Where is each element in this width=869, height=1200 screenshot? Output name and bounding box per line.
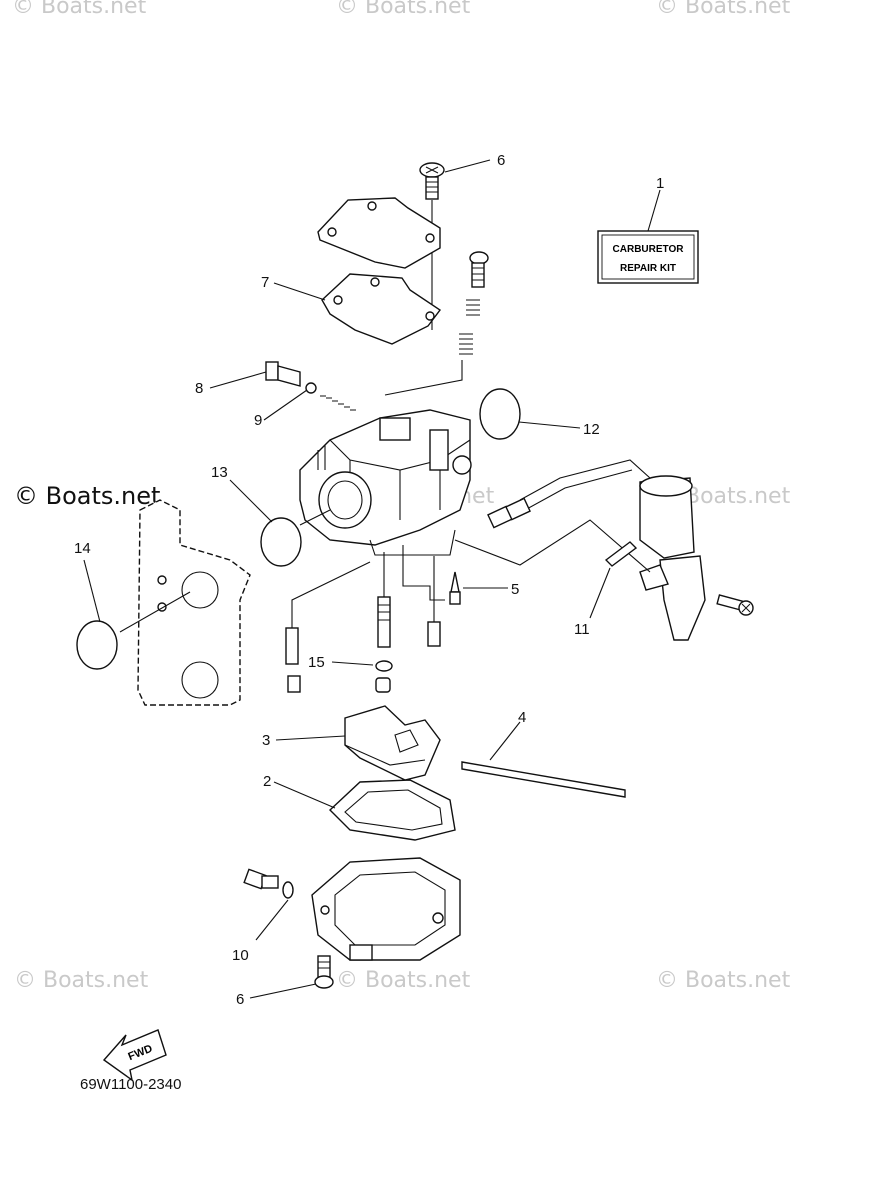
watermark: © Boats.net: [656, 968, 791, 993]
top-cover[interactable]: [317, 197, 441, 269]
bottom-screw[interactable]: [314, 955, 334, 989]
watermark: © Boats.net: [14, 968, 149, 993]
enrichener-valve[interactable]: [487, 459, 706, 641]
enrichener-screw[interactable]: [716, 594, 754, 616]
idle-screw[interactable]: [265, 361, 317, 394]
gasket-ring[interactable]: [76, 620, 118, 670]
pilot-jet[interactable]: [427, 621, 441, 647]
gasket[interactable]: [321, 273, 442, 345]
callout-8: 8: [195, 380, 203, 397]
callout-11: 11: [574, 621, 590, 638]
callout-5: 5: [511, 581, 519, 598]
float-pin[interactable]: [461, 761, 626, 798]
callout-6: 6: [497, 152, 505, 169]
nozzle-o-ring[interactable]: [375, 660, 393, 672]
float-seat[interactable]: [375, 677, 391, 693]
callout-4: 4: [518, 709, 526, 726]
callout-3: 3: [262, 732, 270, 749]
fwd-arrow-icon: FWD: [102, 1029, 167, 1082]
top-cover-screw[interactable]: [419, 162, 445, 200]
reference-code: 69W1100-2340: [80, 1076, 182, 1093]
callout-2: 2: [263, 773, 271, 790]
watermark: © Boats.net: [656, 0, 791, 19]
callout-9: 9: [254, 412, 262, 429]
plunger-seal[interactable]: [604, 541, 638, 567]
kit-box[interactable]: CARBURETOR REPAIR KIT: [597, 230, 699, 284]
watermark: © Boats.net: [12, 0, 147, 19]
intake-ring[interactable]: [260, 517, 302, 567]
main-nozzle[interactable]: [377, 596, 391, 648]
kit-label-line2: REPAIR KIT: [620, 263, 676, 274]
callout-10: 10: [232, 947, 249, 964]
float-chamber-gasket[interactable]: [328, 779, 456, 841]
callout-7: 7: [261, 274, 269, 291]
main-jet[interactable]: [285, 627, 301, 693]
float[interactable]: [344, 705, 441, 781]
intake-gasket[interactable]: [137, 499, 251, 706]
callout-14: 14: [74, 540, 91, 557]
callout-13: 13: [211, 464, 228, 481]
o-ring[interactable]: [479, 388, 521, 440]
callout-12: 12: [583, 421, 600, 438]
carburetor-body[interactable]: [299, 409, 472, 556]
watermark: © Boats.net: [336, 968, 471, 993]
needle-valve[interactable]: [449, 571, 461, 605]
drain-screw[interactable]: [243, 868, 294, 899]
callout-6: 6: [236, 991, 244, 1008]
pilot-screw[interactable]: [459, 251, 489, 355]
watermark-dark: © Boats.net: [14, 482, 161, 510]
watermark: © Boats.net: [336, 0, 471, 19]
callout-15: 15: [308, 654, 325, 671]
callout-1: 1: [656, 175, 664, 192]
kit-label-line1: CARBURETOR: [613, 244, 685, 255]
float-chamber[interactable]: [311, 857, 461, 961]
